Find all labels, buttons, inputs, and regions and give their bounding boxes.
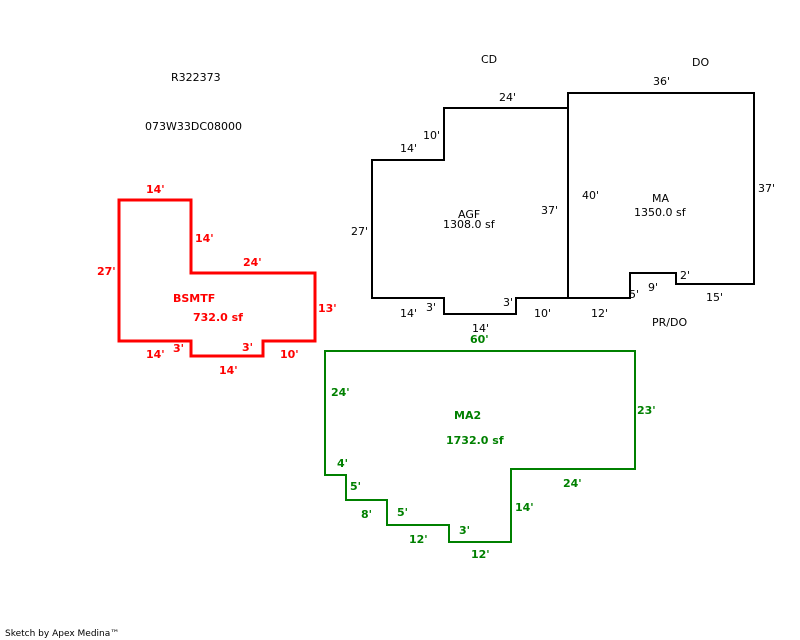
bsmtf-dim: 24' <box>243 256 262 269</box>
agf-dim: 24' <box>499 91 516 104</box>
bsmtf-dim: 10' <box>280 348 299 361</box>
bsmtf-area: 732.0 sf <box>193 311 243 324</box>
label-cd: CD <box>481 53 497 66</box>
agf-dim: 10' <box>534 307 551 320</box>
agf-dim: 37' <box>541 204 558 217</box>
label-do: DO <box>692 56 709 69</box>
ma2-outline <box>324 350 636 543</box>
ma2-dim: 5' <box>350 480 361 493</box>
agf-dim: 3' <box>426 301 436 314</box>
ma-dim: 40' <box>582 189 599 202</box>
agf-dim: 27' <box>351 225 368 238</box>
bsmtf-dim: 13' <box>318 302 337 315</box>
ma-area: 1350.0 sf <box>634 206 687 219</box>
bsmtf-dim: 3' <box>173 342 184 355</box>
agf-dim: 3' <box>503 296 513 309</box>
bsmtf-dim: 14' <box>146 183 165 196</box>
agf-dim: 14' <box>400 142 417 155</box>
agf-area: 1308.0 sf <box>443 218 496 231</box>
agf-dim: 14' <box>472 322 489 335</box>
ma2-dim: 24' <box>331 386 350 399</box>
footer-credit: Sketch by Apex Medina™ <box>5 629 119 639</box>
ma-dim: 5' <box>629 288 639 301</box>
bsmtf-dim: 14' <box>195 232 214 245</box>
bsmtf-dim: 27' <box>97 265 116 278</box>
agf-dim: 10' <box>423 129 440 142</box>
agf-outline <box>371 107 569 315</box>
ma2-dim: 12' <box>471 548 490 561</box>
ma2-dim: 60' <box>470 333 489 346</box>
ma-dim: 2' <box>680 269 690 282</box>
ma2-dim: 23' <box>637 404 656 417</box>
ma-dim: 36' <box>653 75 670 88</box>
ma2-name: MA2 <box>454 409 481 422</box>
agf-dim: 14' <box>400 307 417 320</box>
ma-dim: 9' <box>648 281 658 294</box>
ma-dim: 37' <box>758 182 775 195</box>
label-pr-do: PR/DO <box>652 316 687 329</box>
ma2-dim: 14' <box>515 501 534 514</box>
bsmtf-outline <box>117 198 317 358</box>
ma2-dim: 8' <box>361 508 372 521</box>
ma2-dim: 3' <box>459 524 470 537</box>
ma-dim: 12' <box>591 307 608 320</box>
bsmtf-name: BSMTF <box>173 292 215 305</box>
ma2-dim: 4' <box>337 457 348 470</box>
bsmtf-dim: 14' <box>146 348 165 361</box>
ma-name: MA <box>652 192 669 205</box>
bsmtf-dim: 3' <box>242 341 253 354</box>
parcel-id: R322373 <box>171 71 221 84</box>
ma2-area: 1732.0 sf <box>446 434 504 447</box>
ma2-dim: 5' <box>397 506 408 519</box>
ma-dim: 15' <box>706 291 723 304</box>
map-number: 073W33DC08000 <box>145 120 242 133</box>
bsmtf-dim: 14' <box>219 364 238 377</box>
ma2-dim: 12' <box>409 533 428 546</box>
agf-name: AGF <box>458 208 480 221</box>
ma2-dim: 24' <box>563 477 582 490</box>
ma-outline <box>567 92 755 299</box>
